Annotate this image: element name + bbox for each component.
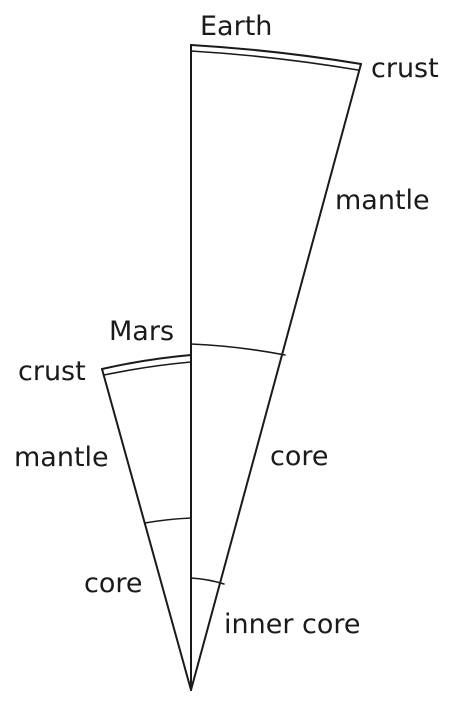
earth-mantle-label: mantle [335, 185, 430, 216]
mars-core-mantle-boundary [145, 518, 191, 523]
earth-inner-core-label: inner core [224, 609, 361, 640]
mars-left-edge [102, 369, 191, 690]
earth-crust-label: crust [371, 53, 439, 84]
earth-surface-arc [191, 45, 361, 64]
mars-wedge [102, 355, 191, 690]
earth-core-label: core [270, 441, 328, 472]
mars-crust-boundary [104, 362, 191, 375]
mars-crust-label: crust [18, 356, 86, 387]
earth-title: Earth [200, 11, 272, 42]
mars-core-label: core [84, 568, 142, 599]
mars-mantle-label: mantle [14, 442, 109, 473]
earth-core-mantle-boundary [191, 344, 285, 355]
earth-right-edge [191, 64, 361, 690]
earth-inner-core-boundary [191, 578, 224, 584]
earth-wedge [191, 45, 361, 690]
mars-title: Mars [109, 316, 174, 347]
